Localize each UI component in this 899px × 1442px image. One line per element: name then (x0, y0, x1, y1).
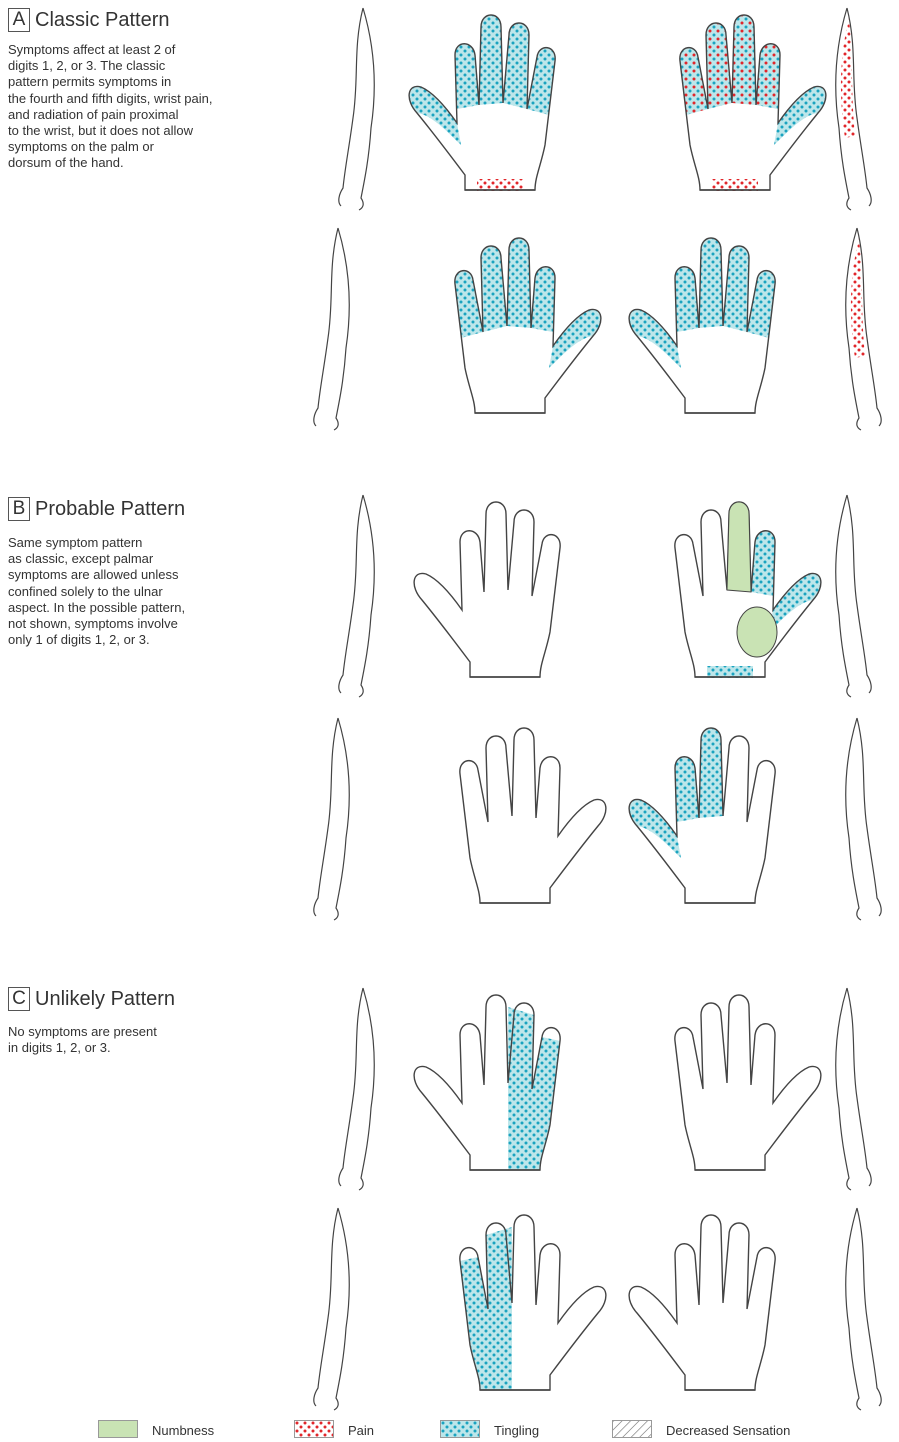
arm-figure (835, 1208, 895, 1418)
legend-item-numbness: Numbness (98, 1420, 214, 1438)
arm-outline (846, 1208, 881, 1410)
hand-outline (675, 995, 821, 1170)
wrist-symptom-region (477, 179, 523, 191)
section-b-title: Probable Pattern (35, 498, 185, 521)
middle-symptom-region (732, 15, 756, 105)
arm-outline (836, 8, 871, 210)
section-c-description: No symptoms are present in digits 1, 2, … (8, 1024, 338, 1056)
hand-figure (615, 228, 845, 428)
arm-figure (335, 8, 395, 218)
section-b-letter: B (8, 497, 30, 521)
section-b-header: B Probable Pattern (8, 497, 185, 521)
section-c-header: C Unlikely Pattern (8, 987, 175, 1011)
arm-outline (339, 495, 374, 697)
hand-figure (615, 492, 845, 692)
section-a-description: Symptoms affect at least 2 of digits 1, … (8, 42, 338, 172)
legend-label-pain: Pain (348, 1423, 374, 1438)
hand-figure (395, 228, 625, 428)
tingling-swatch (440, 1420, 480, 1438)
hand-figure (400, 1205, 630, 1405)
hand-figure (400, 718, 630, 918)
hand-outline (460, 728, 606, 903)
hand-outline (629, 1215, 775, 1390)
wrist-symptom-region (712, 179, 758, 191)
middle-symptom-region (699, 238, 723, 328)
arm-outline (314, 228, 349, 430)
arm-outline (836, 495, 871, 697)
arm-outline (836, 988, 871, 1190)
legend-item-pain: Pain (294, 1420, 374, 1438)
arm-outline (846, 718, 881, 920)
hand-figure (395, 5, 625, 205)
section-a-title: Classic Pattern (35, 9, 170, 32)
section-b-description: Same symptom pattern as classic, except … (8, 535, 338, 648)
numbness-swatch (98, 1420, 138, 1438)
little-symptom-region (527, 48, 555, 115)
arm-figure (825, 495, 885, 705)
arm-outline (339, 988, 374, 1190)
arm-figure (335, 495, 395, 705)
decreased-sensation-swatch (612, 1420, 652, 1438)
arm-figure (310, 1208, 370, 1418)
arm-outline (339, 8, 374, 210)
legend-item-decreased-sensation: Decreased Sensation (612, 1420, 790, 1438)
little-symptom-region (680, 48, 708, 115)
legend-item-tingling: Tingling (440, 1420, 539, 1438)
hand-figure (400, 492, 630, 692)
arm-figure (825, 988, 885, 1198)
legend-label-decreased-sensation: Decreased Sensation (666, 1423, 790, 1438)
middle-symptom-region (507, 238, 531, 328)
section-a-header: A Classic Pattern (8, 8, 170, 32)
middle-symptom-region (479, 15, 503, 105)
hand-figure (620, 5, 850, 205)
arm-outline (314, 718, 349, 920)
section-c-title: Unlikely Pattern (35, 988, 175, 1011)
pain-swatch (294, 1420, 334, 1438)
arm-outline (314, 1208, 349, 1410)
hand-figure (400, 985, 630, 1185)
arm-figure (835, 718, 895, 928)
hand-figure (615, 1205, 845, 1405)
arm-figure (835, 228, 895, 438)
hand-figure (615, 985, 845, 1185)
little-symptom-region (455, 271, 483, 338)
arm-outline (846, 228, 881, 430)
arm-figure (310, 228, 370, 438)
legend-label-tingling: Tingling (494, 1423, 539, 1438)
hand-outline (414, 502, 560, 677)
arm-figure (335, 988, 395, 1198)
section-c-letter: C (8, 987, 30, 1011)
legend-label-numbness: Numbness (152, 1423, 214, 1438)
arm-figure (310, 718, 370, 928)
wrist-symptom-region (707, 666, 753, 678)
legend: Numbness Pain Tingling Decreased Sensati… (0, 1420, 899, 1441)
section-a-letter: A (8, 8, 30, 32)
arm-figure (825, 8, 885, 218)
little-symptom-region (747, 271, 775, 338)
hand-figure (615, 718, 845, 918)
middle-symptom-region (699, 728, 723, 818)
